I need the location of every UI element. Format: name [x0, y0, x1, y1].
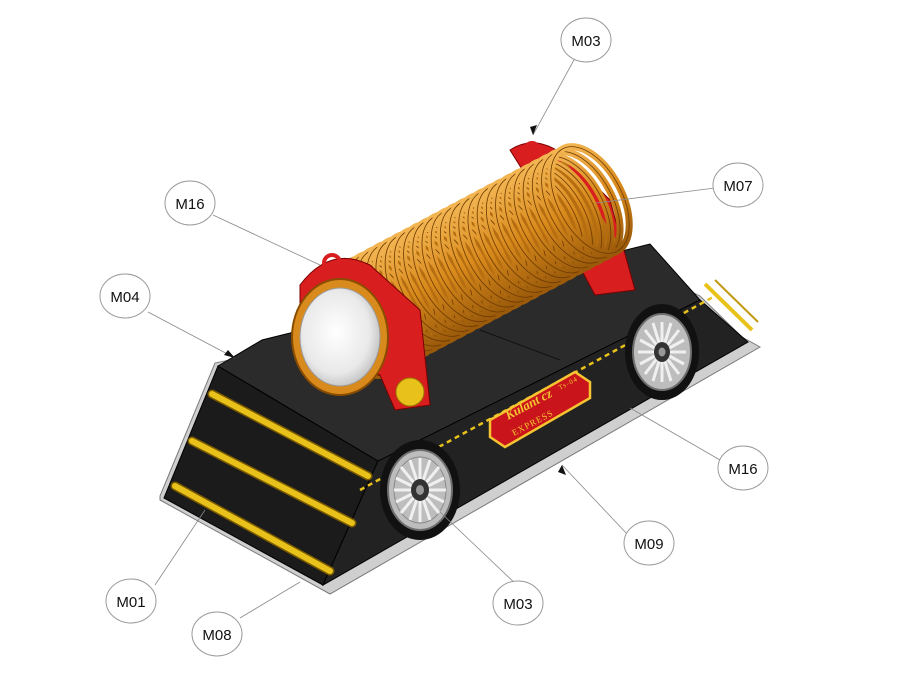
- tube-opening: [291, 278, 389, 396]
- leader-arrowheads: [224, 125, 566, 475]
- ramp-rails: [170, 389, 373, 576]
- callout-m16-top: M16: [164, 180, 216, 226]
- callout-m01: M01: [105, 578, 157, 624]
- callout-label: M09: [634, 536, 663, 553]
- leader-lines: [147, 57, 721, 619]
- callout-label: M03: [503, 596, 532, 613]
- callout-label: M07: [723, 178, 752, 195]
- body-top-face: [217, 243, 701, 462]
- callout-bubbles: M03 M07 M16 M04 M16 M09 M03 M01: [99, 17, 769, 657]
- rear-wheel: [625, 304, 699, 400]
- callout-m03-top: M03: [560, 17, 612, 63]
- callout-m09: M09: [623, 520, 675, 566]
- callout-label: M03: [571, 33, 600, 50]
- front-wheel: [380, 440, 460, 540]
- callout-m08: M08: [191, 611, 243, 657]
- callout-label: M04: [110, 289, 139, 306]
- callout-m16-right: M16: [717, 445, 769, 491]
- top-seam: [479, 329, 561, 361]
- tube-ring-edge: [550, 146, 630, 254]
- callout-m04: M04: [99, 273, 151, 319]
- callout-label: M16: [175, 196, 204, 213]
- callout-m07: M07: [712, 162, 764, 208]
- callout-label: M01: [116, 594, 145, 611]
- callout-label: M16: [728, 461, 757, 478]
- rear-rails: [703, 279, 759, 332]
- callout-m03-bottom: M03: [492, 580, 544, 626]
- callout-label: M08: [202, 627, 231, 644]
